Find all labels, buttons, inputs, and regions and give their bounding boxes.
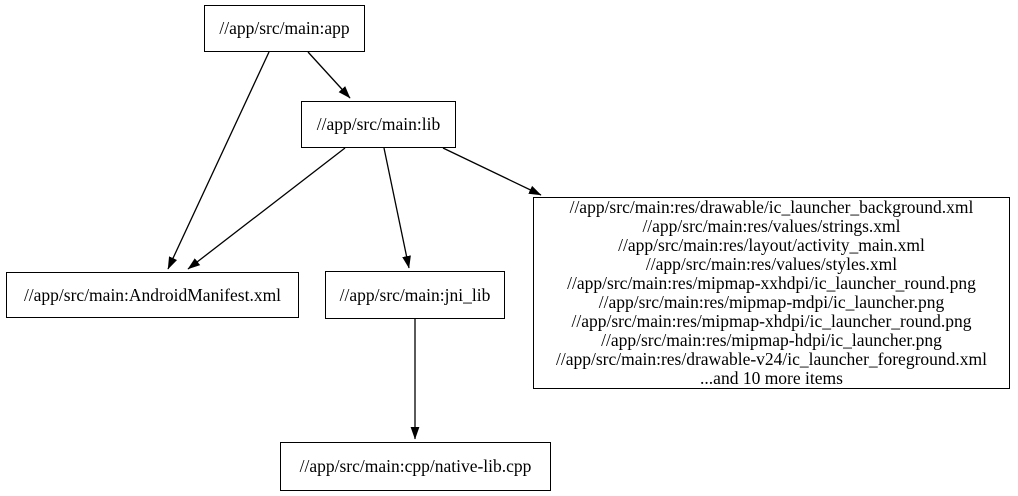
edge-lib-to-jni-lib [383, 147, 411, 269]
node-lib: //app/src/main:lib [301, 101, 456, 148]
edge-lib-to-res-group [442, 147, 542, 196]
node-android-manifest: //app/src/main:AndroidManifest.xml [6, 272, 299, 318]
node-android-manifest-label: //app/src/main:AndroidManifest.xml [23, 284, 282, 305]
node-app-label: //app/src/main:app [219, 18, 350, 38]
edge-app-to-manifest [167, 51, 270, 270]
node-native-lib-cpp-label: //app/src/main:cpp/native-lib.cpp [299, 456, 532, 476]
edge-lib-to-manifest [187, 147, 346, 270]
node-app: //app/src/main:app [204, 5, 365, 52]
node-jni-lib: //app/src/main:jni_lib [325, 271, 505, 319]
node-jni-lib-label: //app/src/main:jni_lib [339, 284, 491, 305]
edge-app-to-lib [307, 51, 351, 99]
node-res-group: //app/src/main:res/drawable/ic_launcher_… [533, 197, 1010, 389]
node-native-lib-cpp: //app/src/main:cpp/native-lib.cpp [280, 442, 551, 491]
node-lib-label: //app/src/main:lib [316, 114, 441, 134]
node-res-group-label: //app/src/main:res/drawable/ic_launcher_… [555, 197, 988, 388]
